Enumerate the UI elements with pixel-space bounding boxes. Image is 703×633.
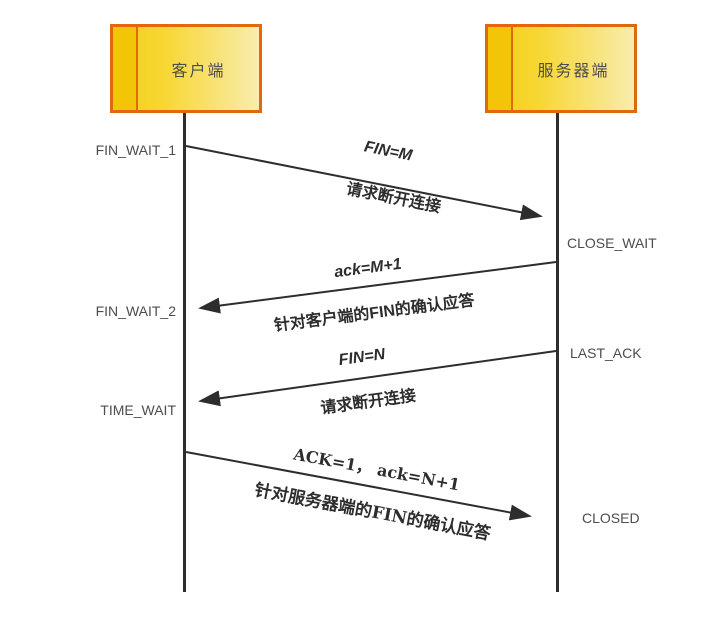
state-closed: CLOSED [582, 510, 640, 526]
actor-box-client: 客户端 [110, 24, 262, 113]
state-time-wait: TIME_WAIT [100, 402, 176, 418]
arrow-ack-n1 [185, 451, 532, 521]
lifeline-server [556, 113, 559, 592]
arrow-fin-n [198, 350, 557, 407]
state-fin-wait-2: FIN_WAIT_2 [95, 303, 176, 319]
state-last-ack: LAST_ACK [570, 345, 642, 361]
arrow-ack-m1 [198, 261, 557, 314]
state-close-wait: CLOSE_WAIT [567, 235, 657, 251]
arrow-fin-m [185, 145, 543, 221]
actor-label-client: 客户端 [171, 62, 226, 80]
actor-label-server: 服务器端 [537, 62, 610, 80]
actor-box-client-strip [113, 27, 138, 110]
actor-box-server-strip [488, 27, 513, 110]
state-fin-wait-1: FIN_WAIT_1 [95, 142, 176, 158]
actor-box-server: 服务器端 [485, 24, 637, 113]
lifeline-client [183, 113, 186, 592]
